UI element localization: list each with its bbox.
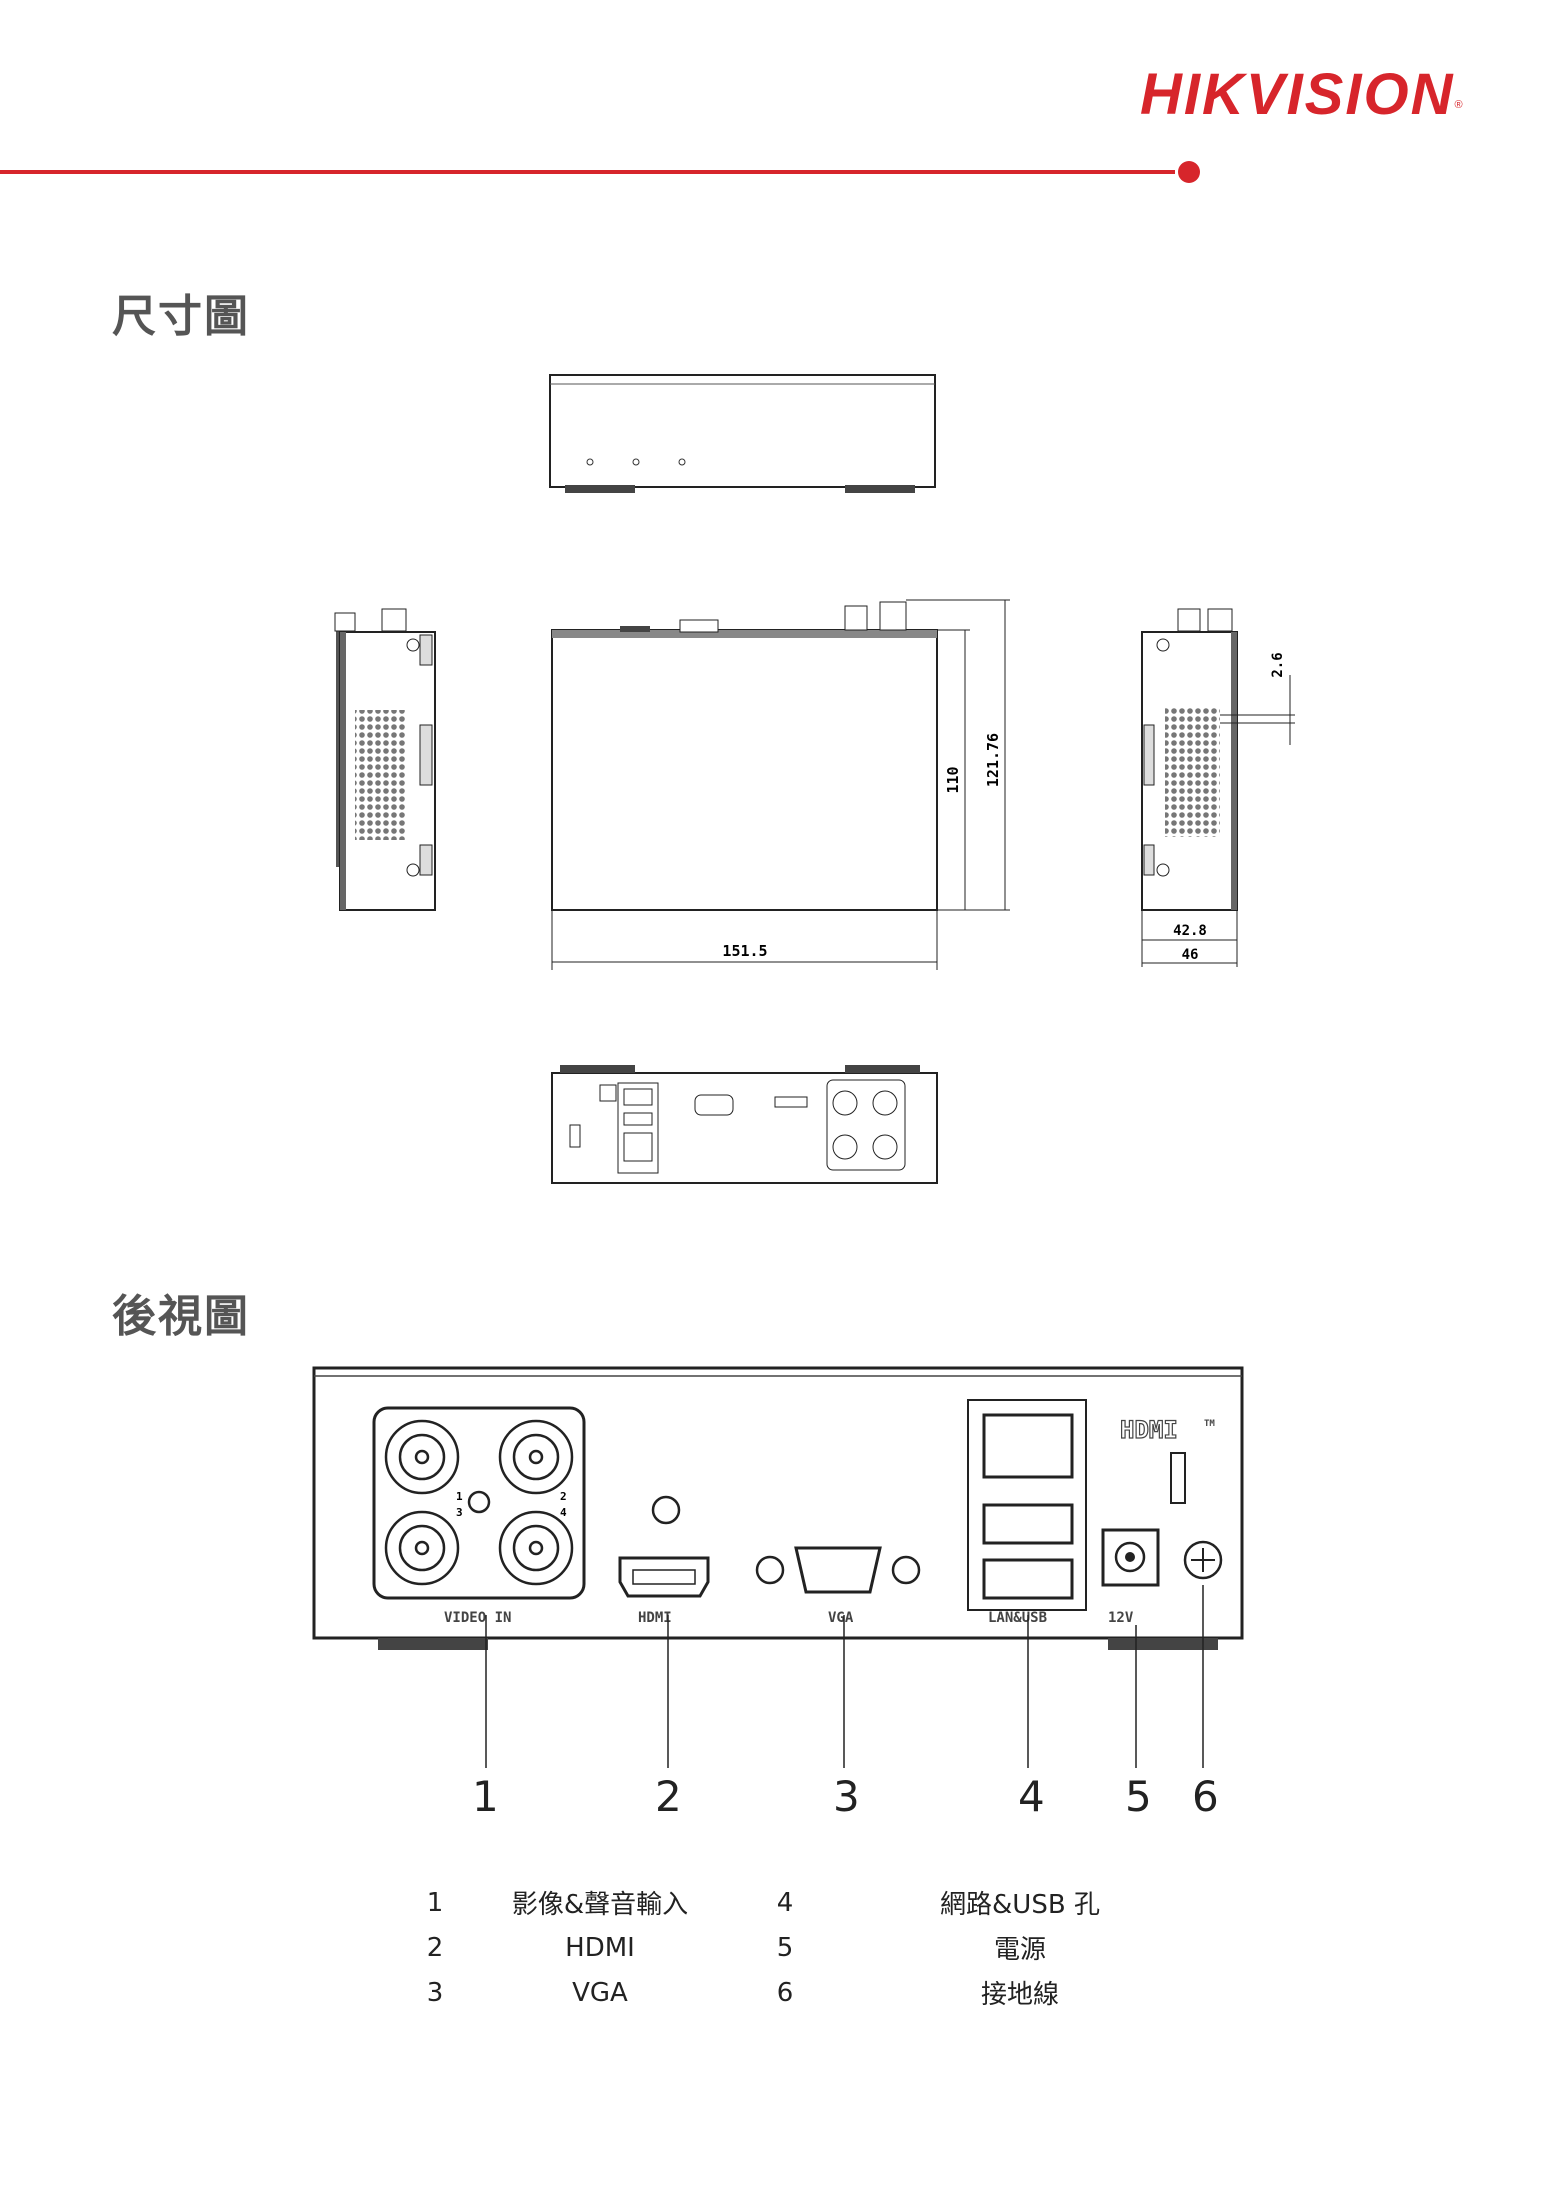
vga-port-label: VGA	[828, 1610, 854, 1626]
right-side-view-drawing: 2.6 42.8 46	[1141, 608, 1295, 967]
legend-label: 網路&USB 孔	[940, 1890, 1100, 1920]
hdmi-port-label: HDMI	[638, 1610, 672, 1626]
callout-5: 5	[1125, 1772, 1152, 1821]
dim-height: 42.8	[1173, 923, 1207, 939]
dim-depth: 110	[944, 766, 962, 793]
legend-num: 6	[776, 1977, 794, 2008]
power-label: 12V	[1108, 1610, 1134, 1626]
legend-label: 電源	[993, 1935, 1046, 1965]
rear-view-small-drawing	[551, 1065, 938, 1184]
port-num-3: 3	[456, 1506, 463, 1519]
port-num-1: 1	[456, 1490, 463, 1503]
legend-row: 1 影像&聲音輸入 4 網路&USB 孔	[400, 1880, 1200, 1925]
callout-4: 4	[1018, 1772, 1045, 1821]
hdmi-logo-tm: TM	[1204, 1419, 1215, 1429]
dim-height-total: 46	[1182, 947, 1199, 963]
legend-label: HDMI	[565, 1932, 635, 1963]
header-rule	[0, 170, 1175, 174]
front-view-drawing	[549, 374, 936, 493]
port-num-2: 2	[560, 1490, 567, 1503]
callout-1: 1	[472, 1772, 499, 1821]
dim-foot: 2.6	[1270, 652, 1286, 677]
rear-section-title: 後視圖	[112, 1291, 250, 1342]
callout-3: 3	[833, 1772, 860, 1821]
legend-row: 2 HDMI 5 電源	[400, 1925, 1200, 1970]
legend-num: 1	[426, 1887, 444, 1918]
legend-row: 3 VGA 6 接地線	[400, 1970, 1200, 2015]
top-view-drawing: 110 121.76 151.5	[551, 599, 1010, 970]
port-legend-table: 1 影像&聲音輸入 4 網路&USB 孔 2 HDMI 5 電源 3 VGA 6…	[400, 1880, 1200, 2015]
left-side-view-drawing	[334, 608, 436, 911]
rear-panel-drawing: 1 2 3 4 VIDEO IN HDMI VGA LAN&USB 12V HD…	[312, 1366, 1244, 1768]
legend-label: VGA	[572, 1977, 628, 2008]
video-in-label: VIDEO IN	[444, 1610, 511, 1626]
legend-num: 3	[426, 1977, 444, 2008]
legend-label: 接地線	[980, 1980, 1059, 2010]
legend-label: 影像&聲音輸入	[511, 1890, 689, 1920]
brand-logo: HIKVISION®	[1140, 62, 1465, 127]
dimension-section-title: 尺寸圖	[112, 291, 250, 342]
callout-2: 2	[655, 1772, 682, 1821]
legend-num: 4	[776, 1887, 794, 1918]
hdmi-logo-mark: HDMI	[1120, 1416, 1178, 1444]
lan-usb-label: LAN&USB	[988, 1610, 1047, 1626]
legend-num: 2	[426, 1932, 444, 1963]
dim-width: 151.5	[722, 942, 767, 960]
legend-num: 5	[776, 1932, 794, 1963]
callout-6: 6	[1192, 1772, 1219, 1821]
dim-depth-total: 121.76	[984, 733, 1002, 787]
port-num-4: 4	[560, 1506, 567, 1519]
header-rule-dot	[1178, 161, 1200, 183]
